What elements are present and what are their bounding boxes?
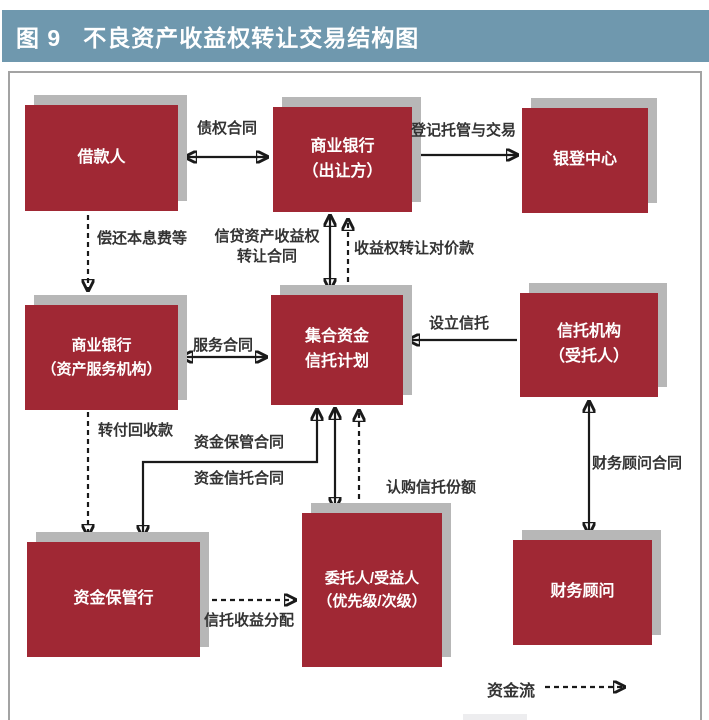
node-trustee-label-line1: 信托机构: [556, 323, 621, 341]
node-bank-seller-label-line1: 商业银行: [310, 137, 375, 155]
node-custodian-label: 资金保管行: [73, 590, 154, 608]
node-commercial-bank-servicer: 商业银行 （资产服务机构）: [25, 295, 187, 410]
node-bank-servicer-label-line2: （资产服务机构）: [41, 360, 162, 378]
node-trust-plan: 集合资金 信托计划: [271, 285, 412, 405]
edge-label-income-right-transfer: 信贷资产收益权 转让合同: [214, 228, 320, 266]
figure-title-bar: 图 9 不良资产收益权转让交易结构图: [2, 10, 709, 62]
node-advisor-label: 财务顾问: [550, 583, 615, 601]
edge-label-advisor-contract: 财务顾问合同: [592, 455, 683, 472]
node-beneficiary-label-line2: （优先级/次级）: [317, 593, 427, 610]
edge-fund-custody-arrow: [143, 410, 317, 536]
node-borrower: 借款人: [25, 95, 187, 211]
cropped-content-fragment: [463, 714, 527, 720]
edge-label-income-distribution: 信托收益分配: [204, 612, 295, 629]
node-bank-seller-label-line2: （出让方）: [302, 162, 383, 180]
edge-label-fund-custody: 资金保管合同: [194, 434, 285, 451]
edge-label-subscribe-shares: 认购信托份额: [386, 479, 477, 496]
edge-label-service-contract: 服务合同: [193, 337, 254, 354]
node-yindeng-center: 银登中心: [522, 98, 657, 213]
legend-fund-flow-label: 资金流: [487, 683, 536, 700]
node-bank-servicer-label-line1: 商业银行: [71, 337, 132, 355]
edge-label-repay: 偿还本息费等: [97, 230, 188, 247]
node-yindeng-label: 银登中心: [552, 151, 617, 169]
node-trustee-label-line2: （受托人）: [548, 348, 629, 365]
node-trust-plan-label-line2: 信托计划: [304, 353, 369, 370]
edge-label-consideration: 收益权转让对价款: [354, 240, 475, 257]
node-financial-advisor: 财务顾问: [513, 530, 661, 645]
edge-label-registration: 登记托管与交易: [411, 122, 517, 139]
edge-label-fund-trust: 资金信托合同: [194, 470, 285, 487]
edge-label-establish-trust: 设立信托: [429, 315, 490, 332]
edge-label-forward-collections: 转付回收款: [98, 422, 174, 439]
node-beneficiary: 委托人/受益人 （优先级/次级）: [302, 503, 451, 667]
node-trust-plan-label-line1: 集合资金: [304, 328, 369, 346]
edge-label-debt-contract: 债权合同: [197, 120, 258, 137]
node-beneficiary-label-line1: 委托人/受益人: [324, 569, 420, 587]
node-trustee: 信托机构 （受托人）: [520, 283, 667, 397]
node-commercial-bank-seller: 商业银行 （出让方）: [273, 97, 421, 212]
figure-title: 不良资产收益权转让交易结构图: [83, 25, 420, 51]
node-borrower-label: 借款人: [77, 148, 126, 166]
node-custodian-bank: 资金保管行: [27, 532, 209, 657]
figure-number: 图 9: [16, 25, 62, 51]
